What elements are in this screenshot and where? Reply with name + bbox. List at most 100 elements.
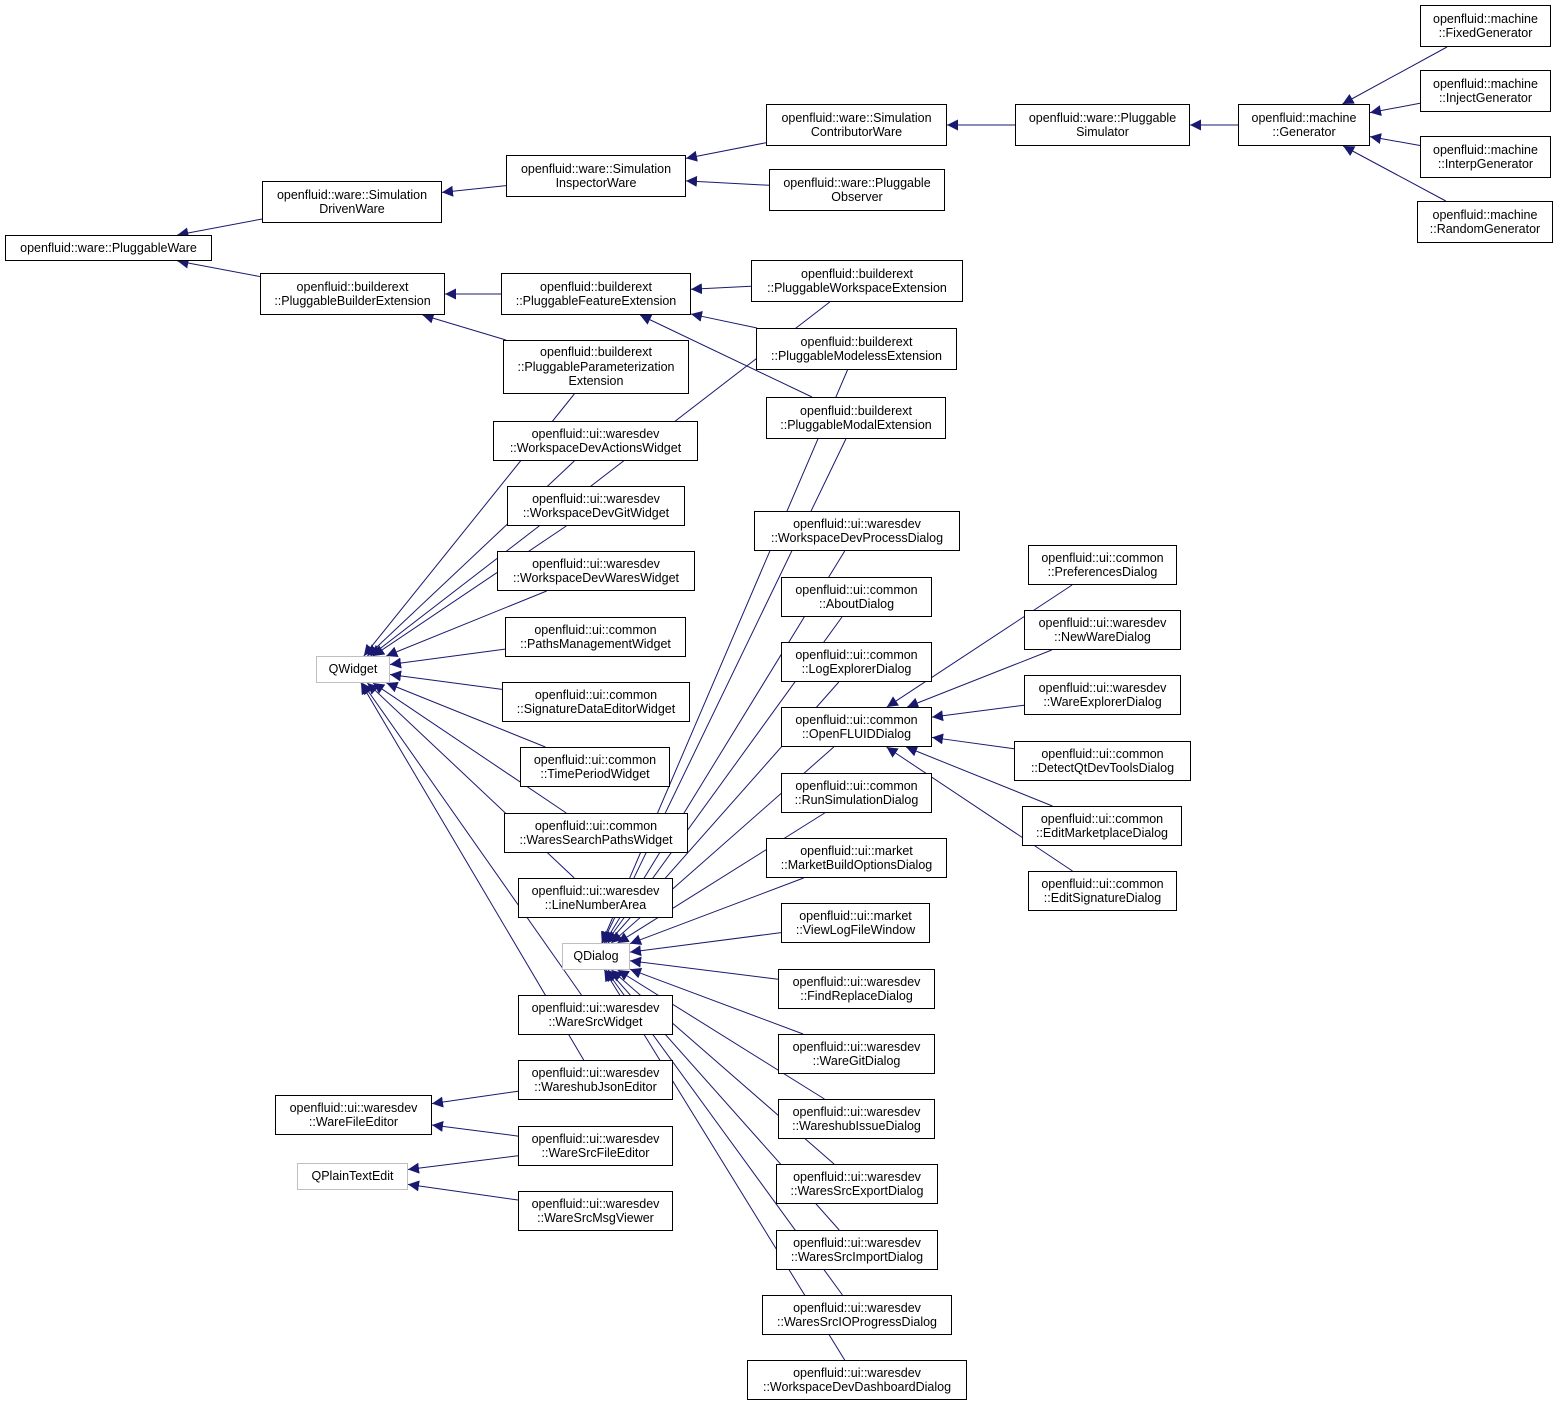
node-pluggable-simulator[interactable]: openfluid::ware::Pluggable Simulator: [1015, 104, 1190, 146]
node-line-number-area[interactable]: openfluid::ui::waresdev ::LineNumberArea: [518, 878, 673, 918]
node-label: openfluid::ui::market: [800, 843, 913, 858]
node-detect-qt-dev-tools-dialog[interactable]: openfluid::ui::common ::DetectQtDevTools…: [1014, 741, 1191, 781]
node-pluggable-workspace-extension[interactable]: openfluid::builderext ::PluggableWorkspa…: [751, 260, 963, 302]
node-label: openfluid::ui::common: [534, 622, 657, 637]
node-label: openfluid::ui::waresdev: [531, 1196, 660, 1211]
node-wares-src-io-progress-dialog[interactable]: openfluid::ui::waresdev ::WaresSrcIOProg…: [762, 1295, 952, 1335]
node-signature-data-editor-widget[interactable]: openfluid::ui::common ::SignatureDataEdi…: [502, 682, 690, 722]
inheritance-edge: [1342, 145, 1447, 202]
node-label: ::EditMarketplaceDialog: [1035, 826, 1168, 840]
node-label: openfluid::ui::common: [795, 647, 918, 662]
node-label: ::AboutDialog: [818, 597, 895, 611]
node-pluggable-builder-extension[interactable]: openfluid::builderext ::PluggableBuilder…: [260, 273, 445, 315]
node-label: openfluid::ui::common: [533, 752, 657, 767]
node-workspace-dev-actions-widget[interactable]: openfluid::ui::waresdev ::WorkspaceDevAc…: [493, 421, 698, 461]
inheritance-edge: [629, 932, 782, 957]
node-label: openfluid::ui::common: [1040, 811, 1164, 826]
node-label: InspectorWare: [555, 176, 637, 190]
node-run-simulation-dialog[interactable]: openfluid::ui::common ::RunSimulationDia…: [781, 773, 932, 813]
node-simulation-inspector-ware[interactable]: openfluid::ware::Simulation InspectorWar…: [506, 155, 686, 197]
node-edit-signature-dialog[interactable]: openfluid::ui::common ::EditSignatureDia…: [1028, 871, 1177, 911]
node-ware-file-editor[interactable]: openfluid::ui::waresdev ::WareFileEditor: [275, 1095, 432, 1135]
node-pluggable-modeless-extension[interactable]: openfluid::builderext ::PluggableModeles…: [756, 328, 957, 370]
node-label: openfluid::ui::waresdev: [793, 1169, 921, 1184]
node-pluggable-ware[interactable]: openfluid::ware::PluggableWare: [5, 235, 212, 261]
node-label: ::WorkspaceDevDashboardDialog: [762, 1380, 952, 1394]
inheritance-edge: [639, 314, 813, 398]
node-label: openfluid::ware::PluggableWare: [20, 240, 197, 255]
node-label: openfluid::ware::Pluggable: [783, 175, 931, 190]
node-new-ware-dialog[interactable]: openfluid::ui::waresdev ::NewWareDialog: [1024, 610, 1181, 650]
node-log-explorer-dialog[interactable]: openfluid::ui::common ::LogExplorerDialo…: [781, 642, 932, 682]
node-inject-generator[interactable]: openfluid::machine ::InjectGenerator: [1420, 70, 1551, 112]
node-pluggable-observer[interactable]: openfluid::ware::Pluggable Observer: [769, 169, 945, 211]
node-fixed-generator[interactable]: openfluid::machine ::FixedGenerator: [1420, 5, 1551, 47]
node-workspace-dev-dashboard-dialog[interactable]: openfluid::ui::waresdev ::WorkspaceDevDa…: [747, 1360, 967, 1400]
node-qwidget[interactable]: QWidget: [316, 656, 390, 683]
node-label: ::WorkspaceDevActionsWidget: [509, 441, 682, 455]
node-label: openfluid::ui::common: [534, 687, 658, 702]
node-wares-src-import-dialog[interactable]: openfluid::ui::waresdev ::WaresSrcImport…: [776, 1230, 938, 1270]
node-label: openfluid::builderext: [540, 279, 652, 294]
inheritance-edge: [431, 1120, 519, 1137]
node-machine-generator[interactable]: openfluid::machine ::Generator: [1238, 104, 1370, 146]
node-label: ::RunSimulationDialog: [794, 793, 919, 807]
node-workspace-dev-wares-widget[interactable]: openfluid::ui::waresdev ::WorkspaceDevWa…: [497, 551, 695, 591]
node-label: openfluid::ui::waresdev: [792, 1039, 921, 1054]
node-label: ::PluggableBuilderExtension: [274, 294, 431, 308]
node-view-log-file-window[interactable]: openfluid::ui::market ::ViewLogFileWindo…: [781, 903, 930, 943]
node-label: openfluid::ui::waresdev: [289, 1100, 418, 1115]
node-wares-src-export-dialog[interactable]: openfluid::ui::waresdev ::WaresSrcExport…: [776, 1164, 938, 1204]
node-label: openfluid::machine: [1251, 110, 1357, 125]
node-qplaintextedit[interactable]: QPlainTextEdit: [297, 1163, 408, 1190]
node-label: openfluid::machine: [1433, 76, 1538, 91]
node-label: openfluid::ui::waresdev: [792, 1104, 921, 1119]
node-label: openfluid::ui::waresdev: [531, 883, 660, 898]
inheritance-edge: [690, 310, 758, 329]
node-paths-management-widget[interactable]: openfluid::ui::common ::PathsManagementW…: [505, 617, 686, 657]
node-openfluid-dialog[interactable]: openfluid::ui::common ::OpenFLUIDDialog: [781, 707, 932, 747]
node-label: openfluid::ui::common: [1041, 746, 1164, 761]
node-workspace-dev-process-dialog[interactable]: openfluid::ui::waresdev ::WorkspaceDevPr…: [754, 511, 960, 551]
node-about-dialog[interactable]: openfluid::ui::common ::AboutDialog: [781, 577, 932, 617]
node-pluggable-feature-extension[interactable]: openfluid::builderext ::PluggableFeature…: [501, 273, 691, 315]
inheritance-edge: [617, 812, 825, 944]
node-ware-src-msg-viewer[interactable]: openfluid::ui::waresdev ::WareSrcMsgView…: [518, 1191, 673, 1231]
node-label: ::WareshubJsonEditor: [534, 1080, 657, 1094]
node-market-build-options-dialog[interactable]: openfluid::ui::market ::MarketBuildOptio…: [766, 838, 947, 878]
inheritance-edge: [931, 733, 1015, 750]
node-label: ::WareFileEditor: [308, 1115, 399, 1129]
inheritance-edge: [690, 283, 752, 295]
node-find-replace-dialog[interactable]: openfluid::ui::waresdev ::FindReplaceDia…: [778, 969, 935, 1009]
node-edit-marketplace-dialog[interactable]: openfluid::ui::common ::EditMarketplaceD…: [1022, 806, 1182, 846]
node-label: ::PluggableParameterization: [517, 359, 675, 374]
node-pluggable-modal-extension[interactable]: openfluid::builderext ::PluggableModalEx…: [766, 397, 946, 439]
node-time-period-widget[interactable]: openfluid::ui::common ::TimePeriodWidget: [520, 747, 670, 787]
node-wareshub-issue-dialog[interactable]: openfluid::ui::waresdev ::WareshubIssueD…: [778, 1099, 935, 1139]
node-ware-src-widget[interactable]: openfluid::ui::waresdev ::WareSrcWidget: [518, 995, 673, 1035]
node-ware-explorer-dialog[interactable]: openfluid::ui::waresdev ::WareExplorerDi…: [1024, 675, 1181, 715]
node-wareshub-json-editor[interactable]: openfluid::ui::waresdev ::WareshubJsonEd…: [518, 1060, 673, 1100]
node-ware-src-file-editor[interactable]: openfluid::ui::waresdev ::WareSrcFileEdi…: [518, 1126, 673, 1166]
node-wares-search-paths-widget[interactable]: openfluid::ui::common ::WaresSearchPaths…: [504, 813, 688, 853]
node-ware-git-dialog[interactable]: openfluid::ui::waresdev ::WareGitDialog: [778, 1034, 935, 1074]
node-qdialog[interactable]: QDialog: [562, 943, 630, 970]
inheritance-edge: [685, 175, 770, 187]
node-label: ::PluggableModalExtension: [780, 418, 932, 432]
node-label: QWidget: [328, 662, 378, 677]
inheritance-edge: [1369, 102, 1421, 117]
node-interp-generator[interactable]: openfluid::machine ::InterpGenerator: [1420, 136, 1551, 178]
node-simulation-contributor-ware[interactable]: openfluid::ware::Simulation ContributorW…: [766, 104, 947, 146]
node-pluggable-parameterization-extension[interactable]: openfluid::builderext ::PluggableParamet…: [503, 340, 689, 394]
node-random-generator[interactable]: openfluid::machine ::RandomGenerator: [1417, 201, 1553, 243]
node-label: openfluid::builderext: [801, 266, 913, 281]
node-workspace-dev-git-widget[interactable]: openfluid::ui::waresdev ::WorkspaceDevGi…: [507, 486, 685, 526]
node-label: ::SignatureDataEditorWidget: [516, 702, 676, 716]
node-label: ::WaresSearchPathsWidget: [519, 833, 673, 847]
node-label: Simulator: [1076, 125, 1129, 139]
node-preferences-dialog[interactable]: openfluid::ui::common ::PreferencesDialo…: [1028, 545, 1177, 585]
node-simulation-driven-ware[interactable]: openfluid::ware::Simulation DrivenWare: [262, 181, 442, 223]
node-label: ::RandomGenerator: [1429, 222, 1541, 236]
node-label: ::FindReplaceDialog: [800, 989, 913, 1003]
node-label: openfluid::ui::waresdev: [793, 1235, 921, 1250]
